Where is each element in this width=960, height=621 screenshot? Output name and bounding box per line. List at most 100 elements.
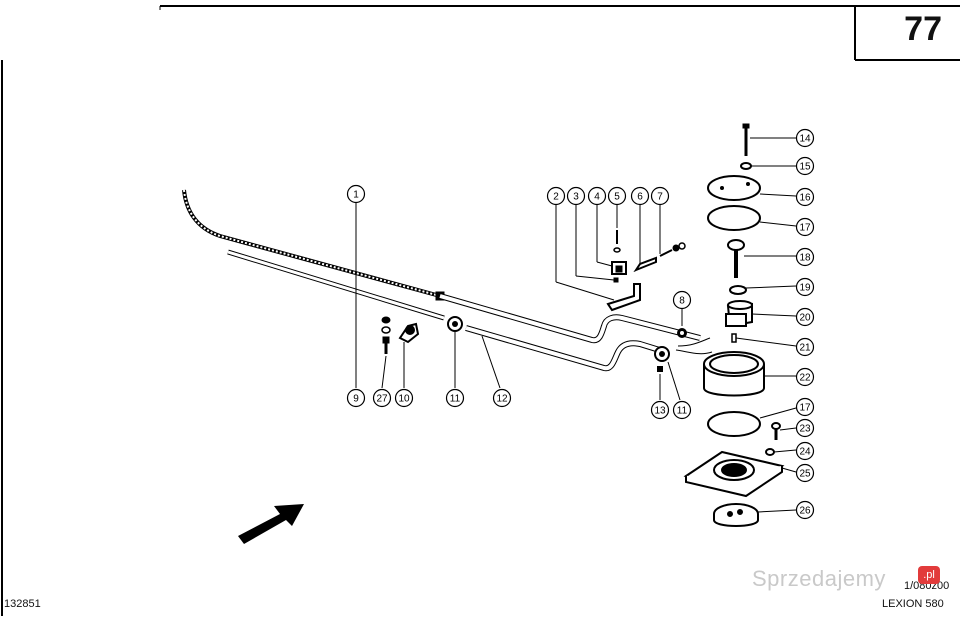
callout-label: 2	[553, 192, 559, 203]
callout-circle	[795, 247, 815, 267]
bracket-part-2	[606, 283, 641, 312]
callout-circle	[630, 186, 650, 206]
bushing-part-11-right	[654, 346, 670, 362]
drawing-number: 132851	[4, 598, 41, 610]
washer-part-24	[765, 448, 775, 456]
callout-6: 6	[630, 186, 650, 206]
callout-26: 26	[795, 500, 815, 520]
callout-15: 15	[795, 156, 815, 176]
rod-part-12	[465, 325, 667, 372]
callout-label: 21	[799, 343, 811, 354]
callout-label: 10	[398, 394, 410, 405]
callout-11b: 11	[672, 400, 692, 420]
callout-circle	[587, 186, 607, 206]
callout-circle	[795, 441, 815, 461]
callout-label: 15	[799, 162, 811, 173]
callout-18: 18	[795, 247, 815, 267]
rod-part-9	[227, 249, 445, 321]
callout-label: 17	[799, 403, 811, 414]
callout-circle	[795, 337, 815, 357]
washer-part-15	[740, 162, 752, 170]
callout-label: 11	[450, 394, 461, 405]
callout-circle	[795, 397, 815, 417]
callout-circle	[566, 186, 586, 206]
bolt-part-14	[742, 123, 750, 156]
callout-label: 27	[376, 394, 388, 405]
leader-lines	[355, 137, 797, 513]
cover-part-16	[707, 175, 761, 201]
cable-part-1	[182, 189, 445, 301]
callout-circle	[672, 400, 692, 420]
callout-label: 18	[799, 253, 811, 264]
callout-label: 17	[799, 223, 811, 234]
callout-label: 25	[799, 469, 811, 480]
callout-circle	[795, 156, 815, 176]
callout-circle	[546, 186, 566, 206]
callout-4: 4	[587, 186, 607, 206]
callout-label: 22	[799, 373, 811, 384]
callout-circle	[492, 388, 512, 408]
callout-label: 1	[353, 190, 359, 201]
callout-label: 3	[573, 192, 579, 203]
switch-parts-3-7	[611, 230, 686, 283]
callout-3: 3	[566, 186, 586, 206]
callout-label: 12	[496, 394, 508, 405]
bushing-part-11-left	[447, 316, 463, 332]
callout-7: 7	[650, 186, 670, 206]
bolt-part-23	[771, 422, 781, 440]
sheet-frame	[1, 5, 960, 616]
callout-label: 11	[677, 406, 688, 417]
callout-label: 14	[799, 134, 811, 145]
callout-23: 23	[795, 418, 815, 438]
gasket-part-17-lower	[707, 411, 761, 437]
bolt-part-27	[381, 316, 391, 354]
housing-part-22	[703, 351, 765, 397]
flange-plate-part-25	[683, 450, 785, 498]
callout-5: 5	[607, 186, 627, 206]
callout-13: 13	[650, 400, 670, 420]
direction-arrow-icon	[238, 504, 304, 544]
nut-part-13	[657, 366, 663, 372]
callout-label: 16	[799, 193, 811, 204]
callout-25: 25	[795, 463, 815, 483]
callout-circle	[372, 388, 392, 408]
model-label: LEXION 580	[882, 598, 944, 610]
callout-22: 22	[795, 367, 815, 387]
callout-17a: 17	[795, 217, 815, 237]
callout-11a: 11	[445, 388, 465, 408]
page-number: 77	[904, 10, 942, 48]
callout-label: 9	[353, 394, 359, 405]
callout-circle	[650, 400, 670, 420]
callout-label: 19	[799, 283, 811, 294]
watermark-text: Sprzedajemy	[752, 566, 886, 591]
callout-circle	[795, 128, 815, 148]
nut-part-8	[677, 328, 687, 338]
callout-9: 9	[346, 388, 366, 408]
rod-upper-bent	[439, 293, 713, 355]
bolt-part-18	[727, 239, 745, 278]
callout-circle	[795, 217, 815, 237]
callout-label: 13	[654, 406, 666, 417]
callout-label: 20	[799, 313, 811, 324]
washer-part-19	[729, 285, 747, 295]
callout-label: 8	[679, 296, 685, 307]
gasket-part-17-upper	[707, 205, 761, 231]
callout-label: 5	[614, 192, 620, 203]
callout-label: 24	[799, 447, 811, 458]
callout-14: 14	[795, 128, 815, 148]
callout-16: 16	[795, 187, 815, 207]
pin-part-21	[731, 333, 737, 343]
callout-circle	[346, 184, 366, 204]
callout-circle	[672, 290, 692, 310]
callout-24: 24	[795, 441, 815, 461]
callout-label: 4	[594, 192, 600, 203]
callout-label: 26	[799, 506, 811, 517]
callout-circle	[795, 418, 815, 438]
callout-label: 6	[637, 192, 643, 203]
sleeve-part-20	[725, 300, 753, 328]
disc-part-26	[713, 503, 759, 527]
callout-2: 2	[546, 186, 566, 206]
